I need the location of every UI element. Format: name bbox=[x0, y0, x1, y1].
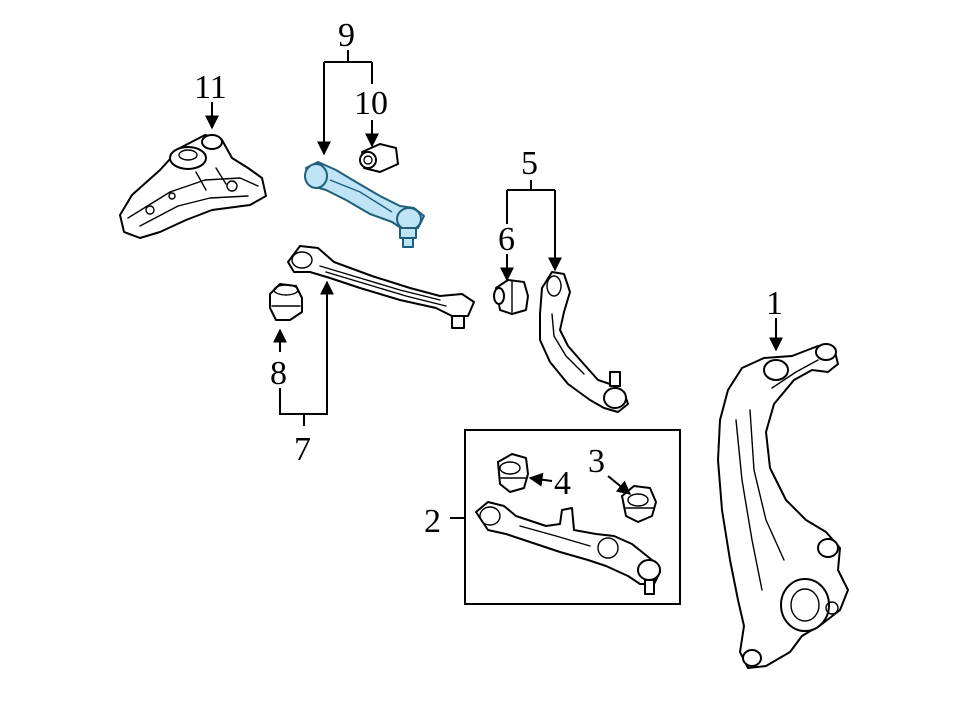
part-7-control-arm[interactable] bbox=[287, 245, 475, 329]
part-2-lower-control-arm[interactable] bbox=[475, 501, 661, 595]
part-4-bushing[interactable] bbox=[497, 453, 529, 493]
callout-5: 5 bbox=[521, 145, 538, 182]
callout-11: 11 bbox=[194, 69, 227, 106]
part-3-bushing[interactable] bbox=[621, 485, 657, 523]
part-1-steering-knuckle[interactable] bbox=[717, 343, 849, 669]
callout-labels: 1 2 3 4 5 6 7 8 9 10 11 bbox=[194, 17, 783, 540]
callout-6: 6 bbox=[498, 221, 515, 258]
callout-1: 1 bbox=[766, 285, 783, 322]
callout-9: 9 bbox=[338, 17, 355, 54]
part-9-upper-control-arm[interactable] bbox=[304, 161, 425, 248]
callout-3: 3 bbox=[588, 443, 605, 480]
callout-10: 10 bbox=[354, 85, 388, 122]
part-11-strut-mount[interactable] bbox=[119, 134, 267, 239]
part-6-bushing[interactable] bbox=[493, 279, 529, 315]
callout-8: 8 bbox=[270, 355, 287, 392]
callout-7: 7 bbox=[294, 431, 311, 468]
part-5-lower-arm[interactable] bbox=[539, 271, 629, 413]
part-10-bushing[interactable] bbox=[359, 143, 399, 173]
callout-4: 4 bbox=[554, 465, 571, 502]
part-8-bushing[interactable] bbox=[269, 283, 303, 321]
callout-2: 2 bbox=[424, 503, 441, 540]
leader-lines bbox=[205, 50, 783, 519]
